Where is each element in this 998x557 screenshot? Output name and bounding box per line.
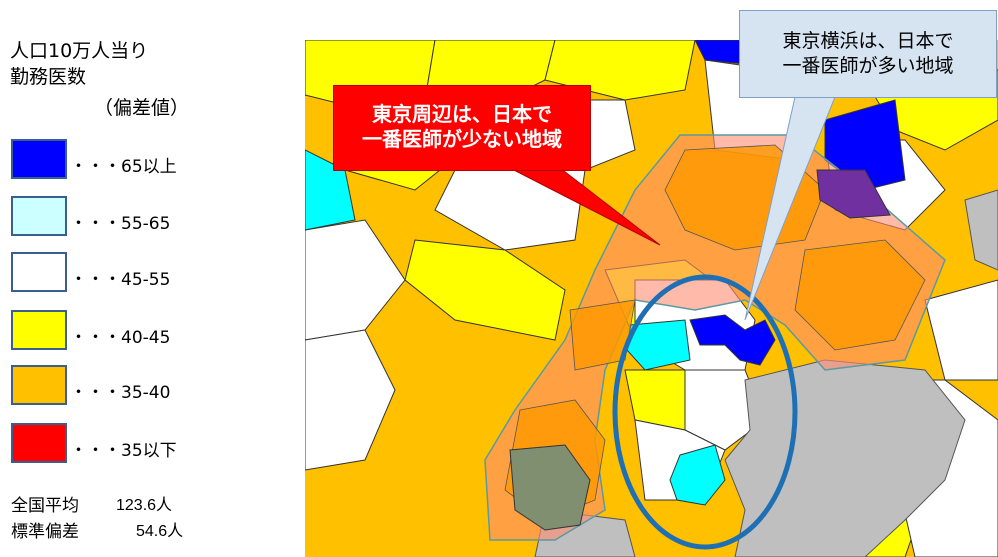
region-orange-core <box>569 299 636 371</box>
low-doctor-zone <box>484 134 946 541</box>
legend-label-35-below: ・・・35以下 <box>70 441 177 461</box>
legend-subtitle: （偏差値） <box>94 97 190 119</box>
legend-panel: 人口10万人当り 勤務医数 （偏差値） ・・・65以上 ・・・55-65 ・・・… <box>0 0 300 557</box>
region-blue <box>689 314 776 366</box>
legend-label-45-55: ・・・45-55 <box>70 270 171 290</box>
legend-swatch-35-40 <box>11 365 67 405</box>
stats-mean-label: 全国平均 <box>11 496 79 516</box>
callout-most-doctors: 東京横浜は、日本で 一番医師が多い地域 <box>739 10 997 98</box>
region-blue <box>824 99 906 191</box>
region-white <box>305 329 396 471</box>
region-white <box>924 279 998 381</box>
region-gray <box>509 444 591 531</box>
choropleth-map <box>305 40 998 557</box>
stats-sd-value: 54.6人 <box>136 523 184 540</box>
stats-sd-label: 標準偏差 <box>11 522 79 542</box>
legend-label-35-40: ・・・35-40 <box>70 383 171 403</box>
legend-swatch-55-65 <box>11 196 67 236</box>
stats-mean-value: 123.6人 <box>116 497 173 514</box>
legend-title-line1: 人口10万人当り <box>10 40 149 62</box>
legend-title: 人口10万人当り 勤務医数 <box>10 38 148 90</box>
legend-swatch-35-below <box>11 423 67 463</box>
region-purple <box>816 169 891 219</box>
sea <box>724 359 966 557</box>
ellipse-highlight <box>612 274 798 550</box>
legend-label-40-45: ・・・40-45 <box>70 328 171 348</box>
red-callout-pointer <box>509 167 661 246</box>
legend-label-55-65: ・・・55-65 <box>70 214 171 234</box>
region-white <box>305 219 406 341</box>
blue-callout-pointer <box>744 96 836 321</box>
legend-swatch-65-plus <box>11 139 67 179</box>
legend-swatch-45-55 <box>11 252 67 292</box>
region-white <box>684 369 766 451</box>
callout-blue-line1: 東京横浜は、日本で <box>782 30 954 52</box>
sea <box>964 189 998 271</box>
map-svg <box>305 40 998 557</box>
callout-blue-line2: 一番医師が多い地域 <box>782 55 954 77</box>
callout-red-line2: 一番医師が少ない地域 <box>362 127 562 151</box>
stats-sd: 標準偏差 54.6人 <box>11 517 183 542</box>
legend-label-65-plus: ・・・65以上 <box>70 157 177 177</box>
region-orange-core <box>794 239 926 351</box>
stats-mean: 全国平均 123.6人 <box>11 491 172 516</box>
legend-swatch-40-45 <box>11 310 67 350</box>
callout-least-doctors: 東京周辺は、日本で 一番医師が少ない地域 <box>333 85 591 171</box>
region-cyan <box>669 444 726 506</box>
legend-title-line2: 勤務医数 <box>10 66 87 88</box>
callout-red-line1: 東京周辺は、日本で <box>372 102 552 126</box>
